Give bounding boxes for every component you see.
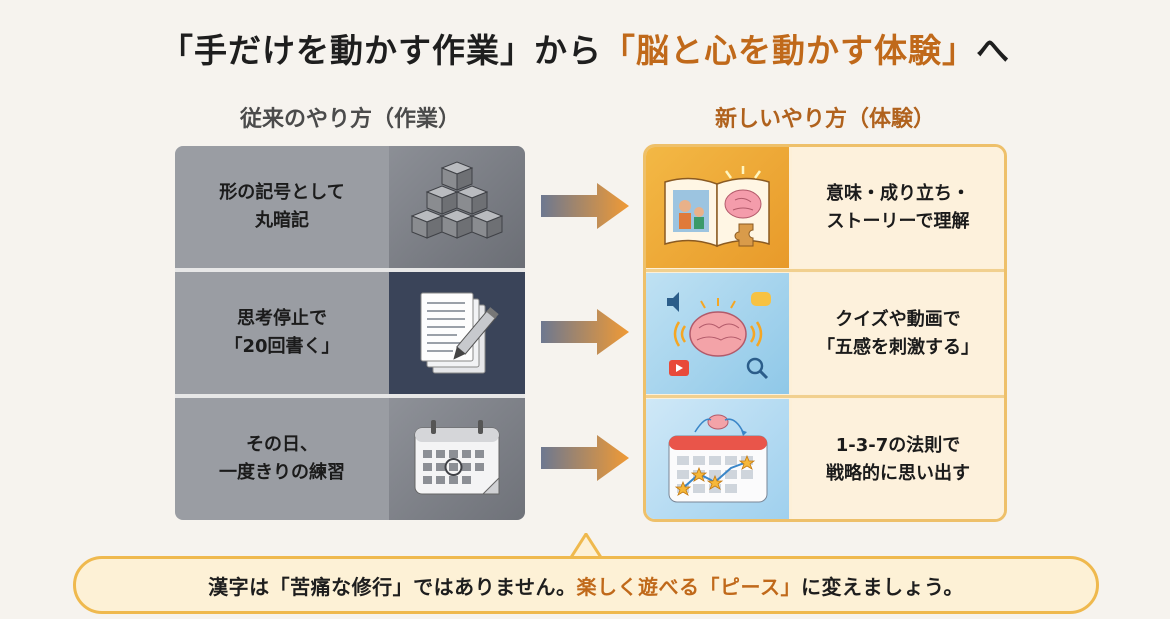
old-row-line: 思考停止で xyxy=(237,308,327,330)
old-row-text: 思考停止で「20回書く」 xyxy=(175,272,389,394)
bubble-part1: 漢字は「苦痛な修行」ではありません。 xyxy=(208,574,577,599)
title-accent: 「脳と心を動かす体験」 xyxy=(602,31,976,70)
new-row-line: 1-3-7の法則で xyxy=(835,434,961,456)
new-method-heading: 新しいやり方（体験） xyxy=(714,107,935,132)
title-part1: 「手だけを動かす作業」から xyxy=(160,31,602,70)
arrow-right-icon xyxy=(541,435,629,481)
new-row-text: 1-3-7の法則で戦略的に思い出す xyxy=(792,399,1004,519)
new-row-senses: クイズや動画で「五感を刺激する」 xyxy=(646,273,1004,394)
bubble-accent: 楽しく遊べる「ピース」 xyxy=(576,574,802,599)
row-divider xyxy=(646,395,1004,398)
calendar-icon xyxy=(389,398,525,520)
new-row-line: 「五感を刺激する」 xyxy=(817,336,979,358)
new-method-panel: 意味・成り立ち・ストーリーで理解 クイズや xyxy=(643,144,1007,522)
old-row-line: 「20回書く」 xyxy=(224,336,340,357)
arrow-right-icon xyxy=(541,183,629,229)
page-title: 「手だけを動かす作業」から「脳と心を動かす体験」へ xyxy=(0,24,1170,72)
calendar-stars-icon xyxy=(646,399,789,519)
old-row-one-time: その日、一度きりの練習 xyxy=(175,398,525,520)
new-row-line: ストーリーで理解 xyxy=(826,210,970,232)
blocks-icon xyxy=(389,146,525,268)
old-row-text: 形の記号として丸暗記 xyxy=(175,146,389,268)
new-row-line: クイズや動画で xyxy=(835,308,961,330)
new-row-story: 意味・成り立ち・ストーリーで理解 xyxy=(646,147,1004,268)
book-brain-puzzle-icon xyxy=(646,147,789,268)
old-row-memorize: 形の記号として丸暗記 xyxy=(175,146,525,268)
arrow-right-icon xyxy=(541,309,629,355)
paper-pencil-icon xyxy=(389,272,525,394)
old-row-line: その日、 xyxy=(246,434,318,456)
new-row-line: 戦略的に思い出す xyxy=(826,462,970,484)
old-row-line: 形の記号として xyxy=(219,182,345,204)
summary-bubble: 漢字は「苦痛な修行」ではありません。楽しく遊べる「ピース」に変えましょう。 xyxy=(73,556,1099,614)
old-row-write-20: 思考停止で「20回書く」 xyxy=(175,272,525,394)
old-row-line: 一度きりの練習 xyxy=(219,462,345,483)
new-row-text: 意味・成り立ち・ストーリーで理解 xyxy=(792,147,1004,268)
row-divider xyxy=(646,269,1004,272)
title-part2: へ xyxy=(976,31,1010,70)
old-row-text: その日、一度きりの練習 xyxy=(175,398,389,520)
old-method-panel: 形の記号として丸暗記 xyxy=(175,146,525,520)
brain-senses-icon xyxy=(646,273,789,394)
new-row-line: 意味・成り立ち・ xyxy=(826,182,970,204)
old-row-line: 丸暗記 xyxy=(255,210,309,231)
bubble-part2: に変えましょう。 xyxy=(801,574,964,599)
old-method-heading: 従来のやり方（作業） xyxy=(239,107,460,132)
new-row-1-3-7: 1-3-7の法則で戦略的に思い出す xyxy=(646,399,1004,519)
new-row-text: クイズや動画で「五感を刺激する」 xyxy=(792,273,1004,394)
